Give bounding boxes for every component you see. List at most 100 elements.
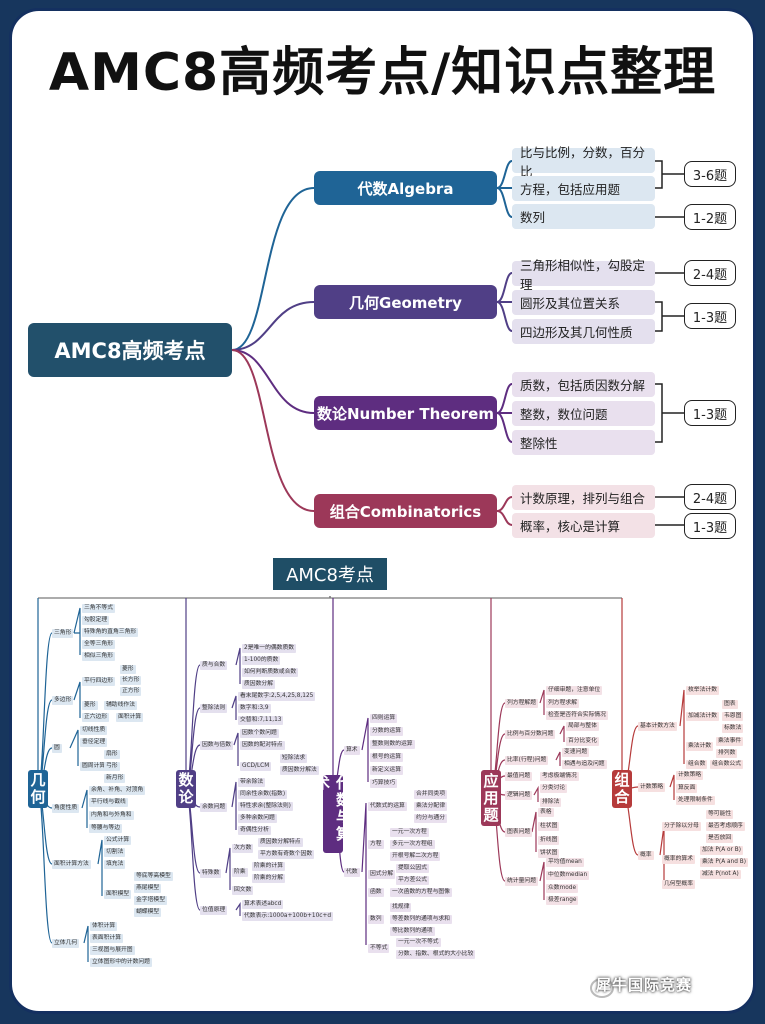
node: 代数式的运算 — [368, 802, 407, 811]
node: 相遇与追及问题 — [562, 760, 607, 769]
node: 仔细审题，注意单位 — [546, 686, 603, 695]
node: 三视图与展开图 — [90, 946, 135, 955]
node: 阶乘 — [232, 868, 248, 877]
node: 众数mode — [546, 884, 579, 893]
node: 分子除以分母 — [662, 822, 701, 831]
node: 切线性质 — [80, 726, 108, 735]
node: 比率(行程)问题 — [505, 756, 549, 765]
node: 一次函数的方程与图像 — [390, 888, 452, 897]
topic-sequences: 数列 — [512, 204, 655, 229]
node: 公式计算 — [104, 836, 132, 845]
node: 数字和:3,9 — [238, 704, 271, 713]
node: 局部与整体 — [566, 722, 599, 731]
node: 不等式 — [368, 944, 390, 953]
node: 整除法则 — [200, 704, 228, 713]
node: 质与合数 — [200, 661, 228, 670]
question-count-badge: 1-3题 — [684, 400, 736, 426]
node: 处理限制条件 — [676, 796, 715, 805]
node: 分类讨论 — [540, 784, 568, 793]
node: 乘法事件 — [716, 737, 744, 746]
node: 特殊数 — [200, 869, 222, 878]
node: 计数策略 — [676, 771, 704, 780]
topic-divisibility: 整除性 — [512, 430, 655, 455]
topic-quadrilaterals: 四边形及其几何性质 — [512, 319, 655, 344]
node: 燕尾模型 — [134, 884, 162, 893]
node: 新月形 — [104, 774, 126, 783]
mindmap-root: AMC8高频考点 — [28, 323, 232, 377]
node: 排列数 — [716, 749, 738, 758]
branch-number-theory: 数论 — [176, 770, 196, 808]
topic-primes: 质数，包括质因数分解 — [512, 372, 655, 397]
node: 位值原理 — [200, 906, 228, 915]
node: 提取公因式 — [396, 864, 429, 873]
node: 平方数有奇数个因数 — [258, 850, 315, 859]
node: 多种余数问题 — [238, 814, 277, 823]
node: 列方程解题 — [505, 699, 538, 708]
node: 分数、指数、根式的大小比较 — [396, 950, 476, 959]
node: 等比数列的通项 — [390, 927, 435, 936]
node: 等底等高模型 — [134, 872, 173, 881]
question-count-badge: 1-3题 — [684, 303, 736, 329]
node: 柱状图 — [538, 822, 560, 831]
node: 根号的运算 — [370, 753, 403, 762]
node: 概率的算术 — [662, 855, 695, 864]
node: 特性求余(整除法则) — [238, 802, 293, 811]
node: 算反面 — [676, 784, 698, 793]
node: 图表 — [722, 700, 738, 709]
node: 余角、补角、对顶角 — [89, 786, 146, 795]
topic-equations: 方程，包括应用题 — [512, 176, 655, 201]
node: 因数个数问题 — [240, 729, 279, 738]
node: 乘法计数 — [686, 742, 714, 751]
question-count-badge: 2-4题 — [684, 484, 736, 510]
question-count-badge: 2-4题 — [684, 260, 736, 286]
node: 垂径定理 — [80, 738, 108, 747]
node: 算术表述abcd — [242, 900, 284, 909]
node: 面积计算 — [116, 713, 144, 722]
category-geometry: 几何Geometry — [314, 285, 497, 319]
node: 百分比变化 — [566, 737, 599, 746]
topic-counting: 计数原理，排列与组合 — [512, 485, 655, 510]
node: 函数 — [368, 888, 384, 897]
node: 多边形 — [52, 696, 74, 705]
node: 分数的运算 — [370, 727, 403, 736]
node: 切割法 — [104, 848, 126, 857]
node: 变速问题 — [562, 748, 590, 757]
node: 弓形 — [104, 762, 120, 771]
node: 回文数 — [232, 886, 254, 895]
node: 比例与百分数问题 — [505, 730, 556, 739]
node: 等可能性 — [706, 810, 734, 819]
node: 内角和与外角和 — [89, 811, 134, 820]
topic-probability: 概率，核心是计算 — [512, 513, 655, 538]
node: 乘法 P(A and B) — [700, 858, 748, 867]
node: 阶乘的分解 — [252, 874, 285, 883]
node: 多元一次方程组 — [390, 840, 435, 849]
node: 等差数列的通项与求和 — [390, 915, 452, 924]
node: 表格 — [538, 808, 554, 817]
node: 因数与倍数 — [200, 741, 233, 750]
category-combinatorics: 组合Combinatorics — [314, 494, 497, 528]
node: 加减法计数 — [686, 712, 719, 721]
node: 菱形 — [82, 701, 98, 710]
node: 长方形 — [120, 676, 142, 685]
node: 扇形 — [104, 750, 120, 759]
node: 等腰与等边 — [89, 824, 122, 833]
node: 圆 — [52, 744, 62, 753]
node: 短除法求 — [280, 754, 308, 763]
page-title: AMC8高频考点/知识点整理 — [48, 43, 717, 103]
node: 圆周计算 — [80, 762, 108, 771]
node: 图表问题 — [505, 828, 533, 837]
node: 蝴蝶模型 — [134, 908, 162, 917]
wechat-icon — [590, 978, 614, 998]
node: 面积模型 — [104, 890, 132, 899]
node: 立体几何 — [52, 939, 80, 948]
node: 阶乘的计算 — [252, 862, 285, 871]
node: 韦恩图 — [722, 712, 744, 721]
node: 质因数分解法 — [280, 766, 319, 775]
topic-triangles: 三角形相似性，勾股定理 — [512, 258, 655, 292]
node: 勾股定理 — [82, 616, 110, 625]
node: 质因数分解 — [242, 680, 275, 689]
node: 代数表示:1000a+100b+10c+d — [242, 912, 334, 921]
node: 同余性余数(指数) — [238, 790, 288, 799]
node: 交替和:7,11,13 — [238, 716, 284, 725]
